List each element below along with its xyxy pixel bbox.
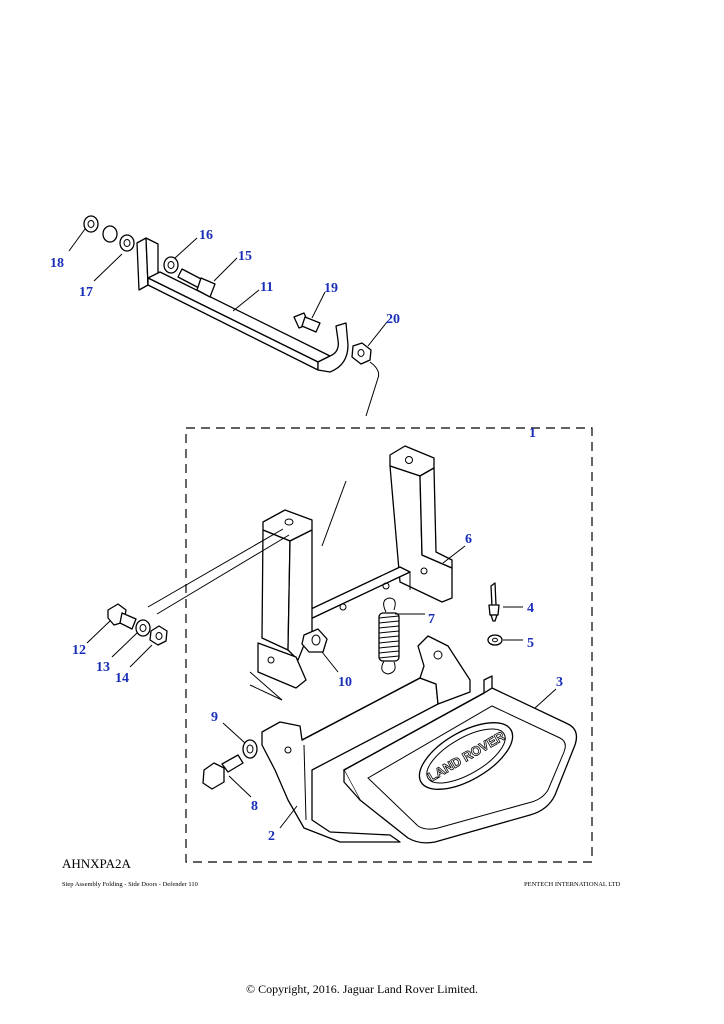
callout-8: 8 — [251, 799, 258, 814]
callout-5: 5 — [527, 636, 534, 651]
callout-14: 14 — [115, 671, 129, 686]
bolt-part-15 — [177, 268, 216, 298]
nut-part-14 — [149, 625, 168, 646]
callout-3: 3 — [556, 675, 563, 690]
bolt-part-8 — [202, 754, 244, 790]
leader-lines — [68, 228, 557, 829]
rivet-part-4 — [488, 582, 500, 622]
washer-part-13 — [135, 619, 151, 637]
diagram-caption: Step Assembly Folding - Side Doors - Def… — [62, 881, 198, 888]
left-bracket — [249, 509, 313, 701]
callout-6: 6 — [465, 532, 472, 547]
diagram-code: AHNXPA2A — [62, 856, 131, 871]
washer-part-5 — [487, 634, 503, 646]
kit-boundary-part-1 — [185, 427, 593, 863]
callout-15: 15 — [238, 249, 252, 264]
callout-10: 10 — [338, 675, 352, 690]
callout-12: 12 — [72, 643, 86, 658]
bracket-part-6 — [293, 445, 453, 641]
washer-part-17 — [102, 225, 135, 252]
callout-labels: 1 2 3 4 5 6 7 8 9 10 11 12 13 14 15 16 1… — [50, 228, 563, 844]
bolt-part-19 — [293, 312, 321, 333]
step-tread-part-3: LAND ROVER — [343, 675, 578, 844]
copyright-notice: © Copyright, 2016. Jaguar Land Rover Lim… — [245, 982, 479, 996]
callout-9: 9 — [211, 710, 218, 725]
callout-11: 11 — [260, 280, 273, 295]
washer-part-9 — [242, 739, 258, 759]
spring-part-7 — [378, 597, 400, 675]
callout-20: 20 — [386, 312, 400, 327]
nut-part-20 — [351, 342, 372, 365]
callout-1: 1 — [529, 426, 536, 441]
nut-part-18 — [83, 215, 99, 233]
callout-16: 16 — [199, 228, 213, 243]
support-bar-part-11 — [136, 237, 349, 373]
bush-part-10 — [301, 628, 328, 653]
callout-2: 2 — [268, 829, 275, 844]
callout-4: 4 — [527, 601, 534, 616]
washer-part-16 — [163, 256, 179, 274]
callout-17: 17 — [79, 285, 93, 300]
publisher-caption: PENTECH INTERNATIONAL LTD — [524, 881, 621, 888]
step-frame-part-2 — [261, 635, 471, 843]
land-rover-logo — [418, 722, 514, 790]
callout-13: 13 — [96, 660, 110, 675]
callout-19: 19 — [324, 281, 338, 296]
bolt-part-12 — [107, 603, 137, 630]
callout-18: 18 — [50, 256, 64, 271]
callout-7: 7 — [428, 612, 435, 627]
